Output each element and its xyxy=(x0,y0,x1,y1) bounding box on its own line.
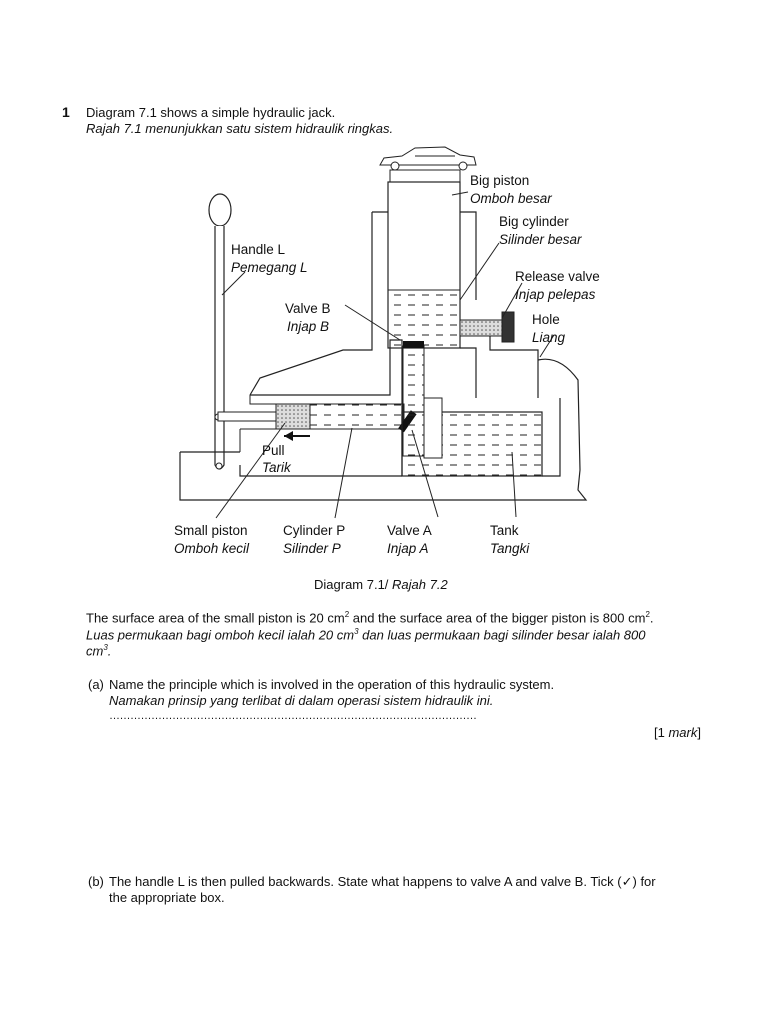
base xyxy=(179,358,588,501)
label-big-piston-ms: Omboh besar xyxy=(470,191,552,206)
part-a-answer-line[interactable]: …………………………………………………………………………………………… xyxy=(109,710,477,722)
question-number: 1 xyxy=(62,104,70,120)
label-hole: Hole xyxy=(532,312,560,327)
label-cylinder-p-ms: Silinder P xyxy=(283,541,341,556)
label-big-cylinder-ms: Silinder besar xyxy=(499,232,582,247)
part-b-text-line1: The handle L is then pulled backwards. S… xyxy=(109,874,656,889)
info-ms: Luas permukaan bagi omboh kecil ialah 20… xyxy=(86,627,646,643)
car-icon xyxy=(379,146,477,171)
diagram-caption: Diagram 7.1/ Rajah 7.2 xyxy=(314,577,448,592)
part-a-marks: [1 mark] xyxy=(654,725,701,740)
valve-b xyxy=(403,341,424,348)
label-handle: Handle L xyxy=(231,242,286,257)
question-intro-en: Diagram 7.1 shows a simple hydraulic jac… xyxy=(86,105,336,120)
label-hole-ms: Liang xyxy=(532,330,566,345)
label-release-valve: Release valve xyxy=(515,269,600,284)
label-cylinder-p: Cylinder P xyxy=(283,523,345,538)
label-big-piston: Big piston xyxy=(470,173,529,188)
label-tank: Tank xyxy=(490,523,519,538)
small-piston xyxy=(275,403,311,430)
handle-l xyxy=(214,226,225,470)
cylinder-p xyxy=(309,403,405,430)
info-ms-cont: cm3. xyxy=(86,643,112,659)
part-a-text-en: Name the principle which is involved in … xyxy=(109,677,555,692)
label-small-piston-ms: Omboh kecil xyxy=(174,541,250,556)
part-b-label: (b) xyxy=(88,874,104,889)
label-tank-ms: Tangki xyxy=(490,541,530,556)
info-en: The surface area of the small piston is … xyxy=(86,610,654,626)
release-valve xyxy=(459,319,503,337)
part-b-text-line2: the appropriate box. xyxy=(109,890,225,905)
part-a-text-ms: Namakan prinsip yang terlibat di dalam o… xyxy=(109,693,494,708)
label-valve-b: Valve B xyxy=(285,301,331,316)
label-small-piston: Small piston xyxy=(174,523,248,538)
caption-en: Diagram 7.1/ xyxy=(314,577,389,592)
label-handle-ms: Pemegang L xyxy=(231,260,308,275)
release-valve-knob xyxy=(501,311,515,343)
question-intro-ms: Rajah 7.1 menunjukkan satu sistem hidrau… xyxy=(86,121,394,136)
label-valve-a: Valve A xyxy=(387,523,432,538)
label-valve-a-ms: Injap A xyxy=(387,541,429,556)
big-cylinder-fluid xyxy=(389,290,459,347)
label-big-cylinder: Big cylinder xyxy=(499,214,569,229)
label-pull-ms: Tarik xyxy=(262,460,292,475)
label-pull: Pull xyxy=(262,443,285,458)
caption-ms: Rajah 7.2 xyxy=(392,577,448,592)
label-valve-b-ms: Injap B xyxy=(287,319,329,334)
label-release-valve-ms: Injap pelepas xyxy=(515,287,596,302)
part-a-label: (a) xyxy=(88,677,104,692)
handle-knob xyxy=(208,193,232,227)
big-piston-plate xyxy=(389,169,461,183)
